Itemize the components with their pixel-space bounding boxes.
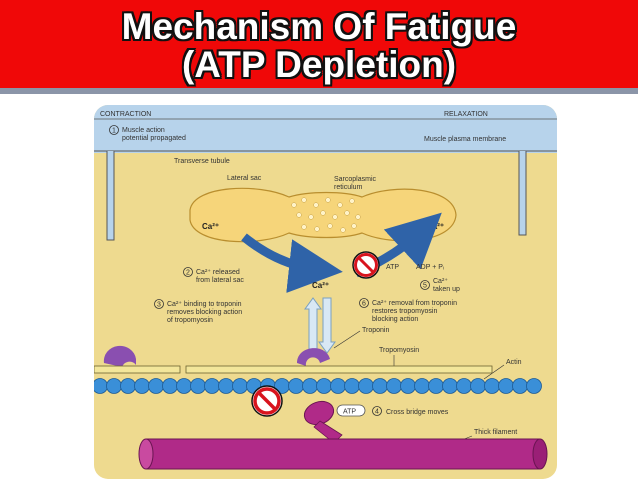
step4-badge bbox=[372, 406, 382, 416]
diagram-canvas: CONTRACTION RELAXATION 1 Muscle action p… bbox=[94, 105, 557, 479]
actin-bead bbox=[400, 378, 416, 394]
prohibit-icon bbox=[251, 385, 283, 417]
actin-bead bbox=[302, 378, 318, 394]
actin-bead bbox=[288, 378, 304, 394]
actin-bead bbox=[176, 378, 192, 394]
troponin-leader bbox=[333, 330, 361, 349]
step4-label: Cross bridge moves bbox=[386, 409, 449, 416]
prohibit-icon bbox=[352, 251, 380, 279]
contraction-header: CONTRACTION bbox=[100, 111, 151, 118]
actin-bead bbox=[316, 378, 332, 394]
step6-label-line1: Ca²⁺ removal from troponin bbox=[372, 300, 457, 307]
thick-filament-end-left bbox=[138, 438, 154, 470]
step6-label-line2: restores tropomyosin bbox=[372, 308, 437, 315]
actin-bead bbox=[330, 378, 346, 394]
ca-right-label: Ca²⁺ bbox=[427, 222, 444, 231]
actin-bead bbox=[190, 378, 206, 394]
actin-bead bbox=[218, 378, 234, 394]
actin-bead bbox=[232, 378, 248, 394]
adp-pi-label: ADP + Pᵢ bbox=[416, 264, 444, 271]
step2-number: 2 bbox=[186, 270, 190, 277]
ca-left-label: Ca²⁺ bbox=[202, 222, 219, 231]
title-banner: Mechanism Of Fatigue (ATP Depletion) bbox=[0, 0, 638, 88]
actin-bead bbox=[498, 378, 514, 394]
step6-number: 6 bbox=[362, 301, 366, 308]
transverse-tubule-right bbox=[518, 151, 527, 236]
lateral-sac-label: Lateral sac bbox=[227, 175, 262, 182]
step2-label-line1: Ca²⁺ released bbox=[196, 269, 240, 276]
atp-bottom-label: ATP bbox=[343, 409, 356, 416]
actin-bead bbox=[484, 378, 500, 394]
actin-label: Actin bbox=[506, 359, 522, 366]
step1-label-line2: potential propagated bbox=[122, 135, 186, 142]
slide-subtitle: (ATP Depletion) bbox=[181, 44, 457, 85]
step3-label-line1: Ca²⁺ binding to troponin bbox=[167, 301, 242, 308]
step2-label-line2: from lateral sac bbox=[196, 277, 244, 284]
step1-number: 1 bbox=[112, 128, 116, 135]
actin-bead bbox=[148, 378, 164, 394]
extracellular-band bbox=[94, 105, 557, 153]
actin-bead bbox=[162, 378, 178, 394]
actin-bead bbox=[372, 378, 388, 394]
transverse-tubule-left bbox=[106, 151, 115, 241]
tropomyosin-label: Tropomyosin bbox=[379, 347, 419, 354]
actin-bead bbox=[204, 378, 220, 394]
ca-release-arrow bbox=[241, 233, 343, 293]
relaxation-header: RELAXATION bbox=[444, 111, 488, 118]
sr-label-line2: reticulum bbox=[334, 184, 363, 191]
actin-bead bbox=[428, 378, 444, 394]
actin-bead bbox=[94, 378, 108, 394]
actin-bead bbox=[470, 378, 486, 394]
actin-bead bbox=[526, 378, 542, 394]
diagram-background bbox=[94, 105, 557, 479]
step3-number: 3 bbox=[157, 302, 161, 309]
step5-label-line2: taken up bbox=[433, 286, 460, 293]
step1-label-line1: Muscle action bbox=[122, 127, 165, 134]
step6-label-line3: blocking action bbox=[372, 316, 418, 323]
atp-bottom-pill bbox=[336, 404, 366, 417]
fatigue-diagram: CONTRACTION RELAXATION 1 Muscle action p… bbox=[94, 105, 557, 479]
step3-badge bbox=[154, 299, 164, 309]
atp-top-label: ATP bbox=[386, 264, 399, 271]
slide-title: Mechanism Of Fatigue bbox=[121, 6, 517, 47]
sr-vesicles bbox=[291, 197, 361, 233]
actin-bead bbox=[414, 378, 430, 394]
tropomyosin-strand-right bbox=[185, 365, 493, 374]
step5-number: 5 bbox=[423, 283, 427, 290]
actin-bead bbox=[120, 378, 136, 394]
actin-bead bbox=[456, 378, 472, 394]
step3-label-line3: of tropomyosin bbox=[167, 317, 213, 324]
thick-filament bbox=[145, 438, 541, 470]
step5-label-line1: Ca²⁺ bbox=[433, 278, 448, 285]
actin-leader bbox=[483, 364, 505, 380]
membrane-label: Muscle plasma membrane bbox=[424, 136, 506, 143]
step3-label-line2: removes blocking action bbox=[167, 309, 242, 316]
step2-badge bbox=[183, 267, 193, 277]
troponin-label: Troponin bbox=[362, 327, 389, 334]
sr-label-line1: Sarcoplasmic bbox=[334, 176, 377, 183]
title-divider bbox=[0, 88, 638, 94]
actin-bead bbox=[358, 378, 374, 394]
step1-badge bbox=[109, 125, 119, 135]
actin-filament bbox=[94, 378, 542, 394]
step5-badge bbox=[420, 280, 430, 290]
step4-number: 4 bbox=[375, 409, 379, 416]
actin-bead bbox=[386, 378, 402, 394]
actin-bead bbox=[344, 378, 360, 394]
troponin-center bbox=[297, 348, 330, 366]
troponin-left bbox=[103, 345, 136, 367]
thick-filament-end-right bbox=[532, 438, 548, 470]
actin-bead bbox=[106, 378, 122, 394]
step6-badge bbox=[359, 298, 369, 308]
troponin-arrows bbox=[304, 297, 336, 354]
tubule-label: Transverse tubule bbox=[174, 158, 230, 165]
actin-bead bbox=[134, 378, 150, 394]
tropomyosin-strand-left bbox=[94, 365, 181, 374]
ca-center-label: Ca²⁺ bbox=[312, 281, 329, 290]
thick-filament-label: Thick filament bbox=[474, 429, 517, 436]
actin-bead bbox=[442, 378, 458, 394]
actin-bead bbox=[512, 378, 528, 394]
